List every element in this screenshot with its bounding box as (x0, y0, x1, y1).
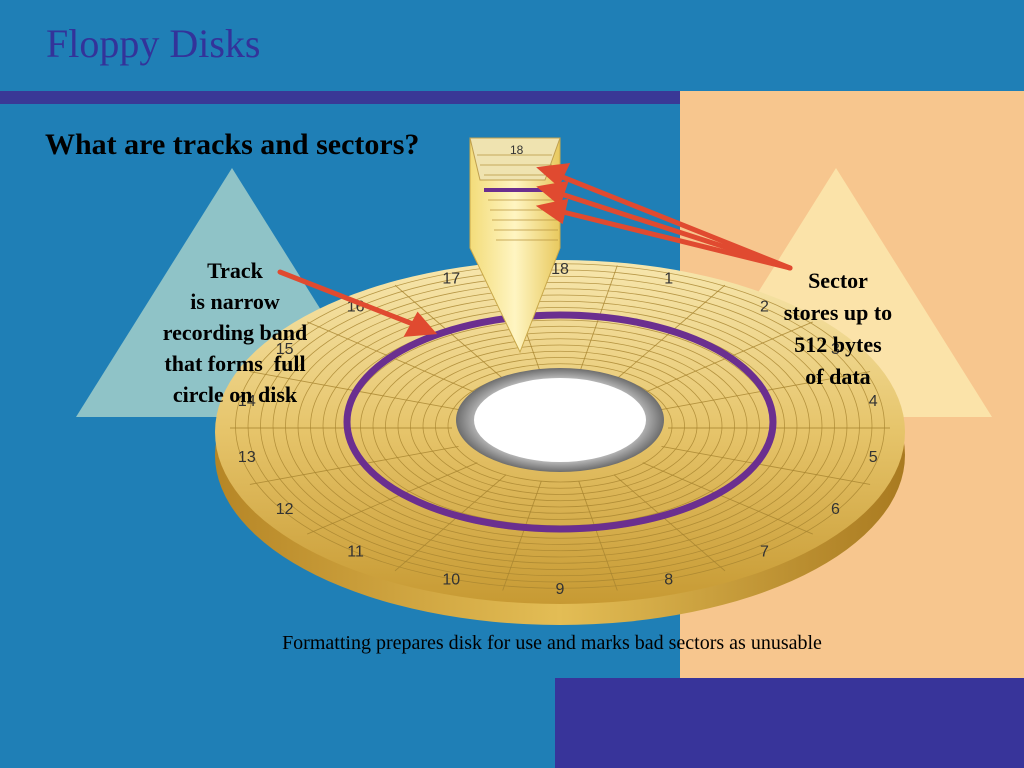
sector-callout-line: stores up to (783, 300, 893, 325)
track-line (422, 357, 698, 495)
track-callout: Track is narrow recording band that form… (130, 255, 340, 410)
sector-number: 7 (760, 544, 769, 561)
sector-number: 12 (276, 501, 294, 518)
track-line (322, 307, 798, 545)
footer-caption: Formatting prepares disk for use and mar… (282, 632, 822, 654)
track-line (372, 332, 748, 520)
bottom-accent-bar (555, 678, 1024, 768)
sector-divider (502, 481, 542, 591)
sector-number: 1 (664, 271, 673, 288)
wedge-sector-number: 18 (510, 143, 524, 157)
track-line (235, 263, 885, 589)
track-line (285, 288, 835, 564)
track-line (272, 282, 848, 570)
sector-number: 8 (664, 571, 673, 588)
sector-dividers (230, 265, 890, 591)
sector-number: 11 (347, 544, 364, 561)
sector-divider (661, 446, 871, 485)
sector-number: 4 (869, 393, 878, 410)
sector-number: 17 (442, 271, 460, 288)
sector-number: 9 (556, 581, 565, 598)
sector-number: 6 (831, 501, 840, 518)
sector-number: 3 (831, 341, 840, 358)
sector-number: 2 (760, 298, 769, 315)
track-callout-line: is narrow (190, 289, 280, 314)
track-callout-line: recording band (162, 320, 308, 345)
track-line (385, 338, 735, 514)
sector-callout-line: Sector (808, 268, 868, 293)
callout-arrows (277, 162, 793, 337)
track-line (410, 350, 710, 502)
highlighted-track-ring (343, 311, 777, 533)
track-line (310, 300, 810, 552)
sector-number: 14 (238, 393, 256, 410)
sector-callout-line: of data (805, 364, 871, 389)
sector-number: 13 (238, 449, 256, 466)
sector-divider (613, 474, 726, 572)
sector-divider (578, 481, 618, 591)
sector-divider (642, 462, 813, 535)
track-callout-line: that forms full (164, 351, 306, 376)
track-line (247, 269, 873, 583)
sector-number: 15 (276, 341, 294, 358)
slide-title: Floppy Disks (46, 21, 261, 66)
question-heading: What are tracks and sectors? (45, 128, 420, 161)
sector-divider (307, 462, 478, 535)
track-callout-line: circle on disk (172, 382, 298, 407)
sector-callout-line: 512 bytes (794, 332, 882, 357)
track-line (297, 294, 823, 558)
sector-divider (249, 446, 459, 485)
sector-number: 18 (551, 261, 569, 278)
sector-callout: Sector stores up to 512 bytes of data (758, 265, 918, 393)
disk-center-hole (474, 378, 646, 462)
track-line (435, 363, 685, 489)
sector-number: 10 (442, 571, 460, 588)
title-underline-bar (0, 91, 680, 104)
track-line (260, 275, 860, 577)
track-callout-line: Track (207, 258, 263, 283)
track-line (397, 344, 723, 508)
lifted-sector-wedge: 18 (469, 137, 561, 354)
sector-divider (394, 474, 507, 572)
sector-number: 5 (869, 449, 878, 466)
